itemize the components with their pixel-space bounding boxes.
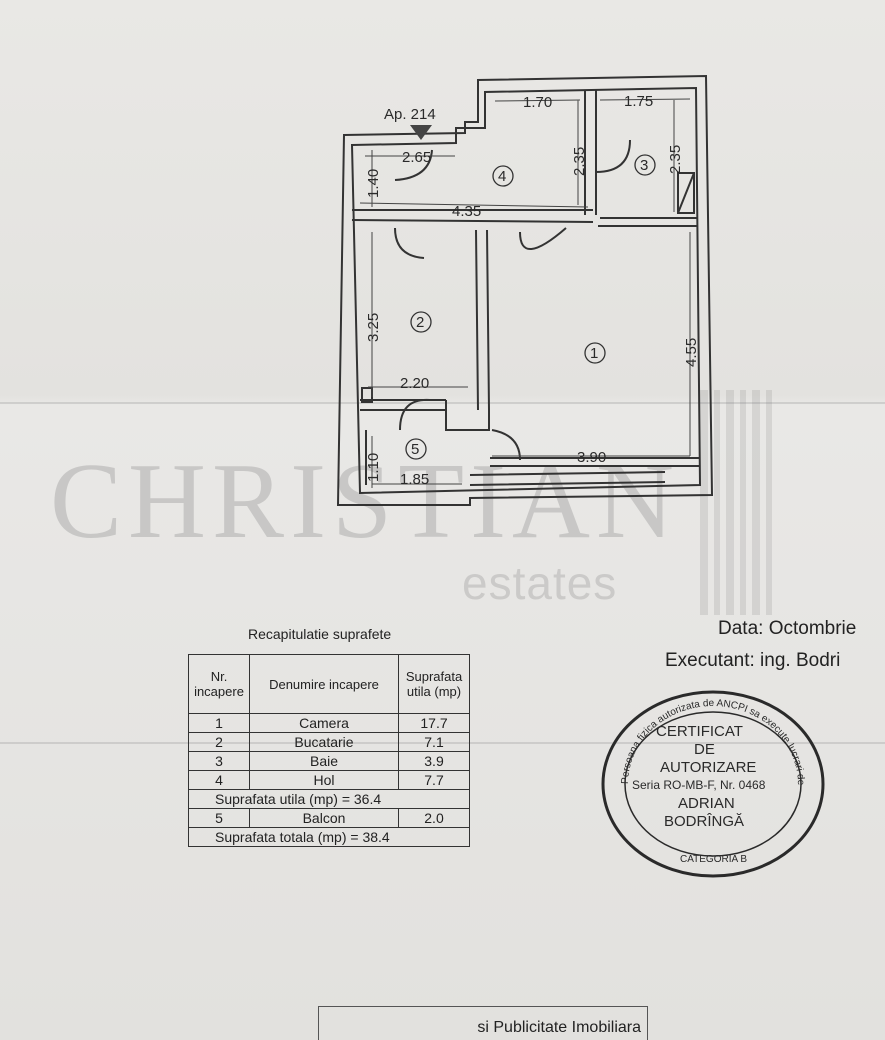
cell-name: Hol: [249, 770, 399, 790]
room-number: 2: [416, 314, 424, 331]
cell-name: Baie: [249, 751, 399, 771]
bath-fixture: [677, 172, 695, 214]
cell-area: 3.9: [398, 751, 470, 771]
cell-nr: 2: [188, 732, 250, 752]
cell-area: 7.1: [398, 732, 470, 752]
useful-total: Suprafata utila (mp) = 36.4: [188, 789, 470, 809]
dim-label: 2.20: [400, 375, 429, 392]
room-number: 4: [498, 168, 506, 185]
cell-name: Bucatarie: [249, 732, 399, 752]
stamp-category: CATEGORIA B: [680, 854, 747, 865]
outer-wall: [336, 74, 714, 506]
watermark-logo: [700, 390, 776, 615]
header-nr: Nr. incapere: [188, 654, 250, 714]
dim-label: 4.35: [452, 203, 481, 220]
room-number: 3: [640, 157, 648, 174]
room-number: 5: [411, 441, 419, 458]
door-kitchen: [394, 227, 425, 259]
door-bath: [595, 139, 631, 173]
grand-total: Suprafata totala (mp) = 38.4: [188, 827, 470, 847]
dim-label: 2.35: [571, 147, 588, 176]
dim-label: 1.70: [523, 94, 552, 111]
dim-label: 1.75: [624, 93, 653, 110]
bath-fixture-line: [677, 172, 695, 214]
door-entry: [394, 149, 433, 181]
table-row: 2 Bucatarie 7.1: [188, 732, 470, 752]
room-number: 1: [590, 345, 598, 362]
stamp-line2: DE: [694, 741, 715, 758]
door-balcony-a: [399, 398, 431, 431]
balcony-window: [469, 471, 666, 486]
cell-nr: 1: [188, 713, 250, 733]
dim-label: 1.40: [365, 169, 382, 198]
wall-balcony-top: [490, 457, 700, 467]
inner-wall: [350, 86, 702, 495]
table-row: 1 Camera 17.7: [188, 713, 470, 733]
stamp-series: Seria RO-MB-F, Nr. 0468: [632, 778, 766, 792]
wall-hall: [351, 209, 594, 223]
cell-nr: 4: [188, 770, 250, 790]
stamp-name2: BODRÎNGĂ: [664, 813, 744, 830]
authorization-stamp: Persoana fizica autorizata de ANCPI sa e…: [598, 684, 825, 878]
apartment-label: Ap. 214: [384, 106, 436, 123]
date-line: Data: Octombrie: [718, 618, 857, 639]
watermark-sub: estates: [462, 557, 618, 609]
executant-line: Executant: ing. Bodri: [665, 650, 841, 671]
door-room: [519, 227, 567, 250]
wall-kitchen-bottom: [360, 399, 446, 411]
stamp-line1: CERTIFICAT: [656, 723, 743, 740]
wall-bath-bottom: [598, 217, 698, 227]
wall-corner: [445, 400, 490, 431]
dim-label: 3.25: [365, 313, 382, 342]
table-header-row: Nr. incapere Denumire incapere Suprafata…: [188, 654, 470, 714]
table-row: 4 Hol 7.7: [188, 770, 470, 790]
cell-nr: 3: [188, 751, 250, 771]
cell-area: 17.7: [398, 713, 470, 733]
stamp-line3: AUTORIZARE: [660, 759, 756, 776]
recap-title: Recapitulatie suprafete: [248, 626, 392, 642]
dim-label: 1.85: [400, 471, 429, 488]
cell-name: Camera: [249, 713, 399, 733]
footer-stamp-text: si Publicitate Imobiliara: [318, 1006, 648, 1040]
cell-area: 2.0: [398, 808, 470, 828]
floor-plan: Ap. 214 1.70 1.75 2.65 4.35 2.20 1.85 3.…: [336, 74, 714, 506]
dim-label: 1.10: [365, 453, 382, 482]
dim-label: 2.35: [667, 145, 684, 174]
entry-arrow-icon: [410, 125, 432, 140]
dim-label: 3.90: [577, 449, 606, 466]
wall-kitchen: [475, 229, 490, 411]
table-row: 5 Balcon 2.0: [188, 808, 470, 828]
useful-total-row: Suprafata utila (mp) = 36.4: [188, 789, 470, 809]
table-row: 3 Baie 3.9: [188, 751, 470, 771]
cell-nr: 5: [188, 808, 250, 828]
dimension-lines: [359, 98, 691, 488]
grand-total-row: Suprafata totala (mp) = 38.4: [188, 827, 470, 847]
recap-table: Nr. incapere Denumire incapere Suprafata…: [188, 654, 470, 847]
wall-bath: [584, 90, 597, 215]
dim-label: 4.55: [683, 338, 700, 367]
header-area: Suprafata utila (mp): [398, 654, 470, 714]
watermark-brand: CHRISTIAN: [50, 442, 681, 561]
dim-label: 2.65: [402, 149, 431, 166]
header-name: Denumire incapere: [249, 654, 399, 714]
cell-name: Balcon: [249, 808, 399, 828]
paper-fold: [0, 402, 885, 404]
stamp-name1: ADRIAN: [678, 795, 735, 812]
cell-area: 7.7: [398, 770, 470, 790]
